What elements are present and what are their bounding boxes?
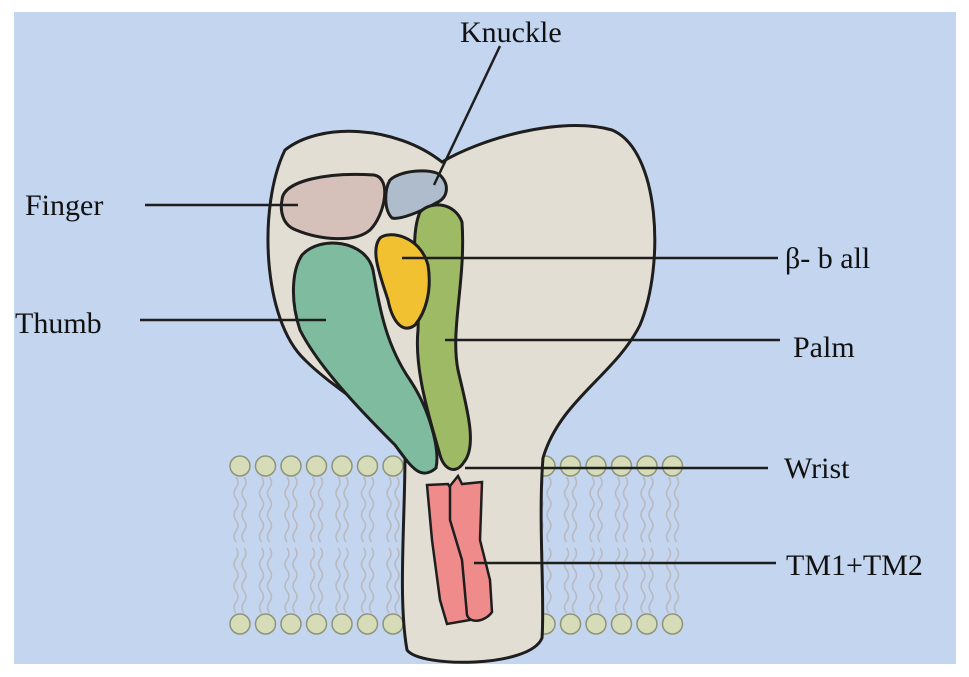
lipid-tail [546,476,552,543]
lipid-tail [386,476,392,543]
lipid-tail [241,476,247,543]
tm-helices [425,473,494,626]
finger-domain [279,172,387,241]
lipid-tail [233,476,239,543]
lipid-head [382,455,404,477]
lipid-tail [563,547,570,614]
lipid-tail [665,476,672,543]
lipid-head [585,613,607,635]
lipid-tail [673,547,680,614]
palm-label: Palm [793,331,855,364]
tm-label: TM1+TM2 [786,549,923,582]
lipid-tail [648,547,654,614]
lipid-tail [335,547,341,614]
lipid-tail [368,476,375,543]
lipid-head [229,613,251,635]
lipid-tail [597,547,603,614]
lipid-head [280,613,302,635]
lipid-tail [335,476,341,543]
lipid-tail [360,547,367,614]
lipid-tail [571,476,578,543]
lipid-tail [622,476,629,543]
tm2-helix [448,473,494,622]
lipid-tail [386,547,392,614]
lipid-tail [394,476,400,543]
lipid-tail [284,547,290,614]
lipid-tail [640,547,646,614]
lipid-head [280,455,302,477]
lipid-head [661,613,684,635]
lipid-tail [309,476,316,543]
lipid-tail [368,547,375,614]
lipid-head [229,455,251,477]
knuckle-leader [432,45,502,186]
lipid-tail [309,547,316,614]
lipid-tail [233,547,239,614]
lipid-head [610,455,633,477]
leader-lines [140,45,780,565]
lipid-tail [284,476,290,543]
thumb-label: Thumb [15,307,102,340]
lipid-tail [571,547,578,614]
lipid-tail [665,547,672,614]
lipid-head [331,613,353,635]
lipid-head [356,455,379,477]
lipid-tail [241,547,247,614]
lipid-head [636,455,658,477]
lipid-tail [614,476,621,543]
membrane-lipid-tails [233,476,680,614]
lipid-tail [343,476,349,543]
wrist-label: Wrist [784,452,850,485]
knuckle-label: Knuckle [460,16,562,49]
lipid-tail [258,547,265,614]
lipid-tail [563,476,570,543]
finger-label: Finger [25,189,103,222]
lipid-tail [266,547,273,614]
lipid-tail [317,547,324,614]
thumb-domain [291,241,439,475]
lipid-tail [292,547,298,614]
lipid-tail [258,476,265,543]
lipid-tail [640,476,646,543]
lipid-head [559,455,582,477]
lipid-head [356,613,379,635]
lipid-tail [648,476,654,543]
lipid-head [661,455,684,477]
lipid-tail [597,476,603,543]
lipid-head [636,613,658,635]
lipid-tail [589,547,595,614]
lipid-tail [394,547,400,614]
lipid-head [585,455,607,477]
lipid-head [305,613,328,635]
lipid-tail [673,476,680,543]
lipid-head [610,613,633,635]
lipid-tail [292,476,298,543]
membrane-lipid-heads [229,455,684,635]
lipid-tail [360,476,367,543]
lipid-tail [589,476,595,543]
lipid-head [254,455,277,477]
lipid-tail [546,547,552,614]
lipid-head [305,455,328,477]
beta-ball-label: β- b all [785,242,870,275]
lipid-head [382,613,404,635]
lipid-tail [622,547,629,614]
lipid-head [254,613,277,635]
knuckle-domain [384,169,448,220]
lipid-head [559,613,582,635]
lipid-tail [317,476,324,543]
lipid-head [331,455,353,477]
lipid-tail [614,547,621,614]
lipid-tail [343,547,349,614]
lipid-tail [266,476,273,543]
